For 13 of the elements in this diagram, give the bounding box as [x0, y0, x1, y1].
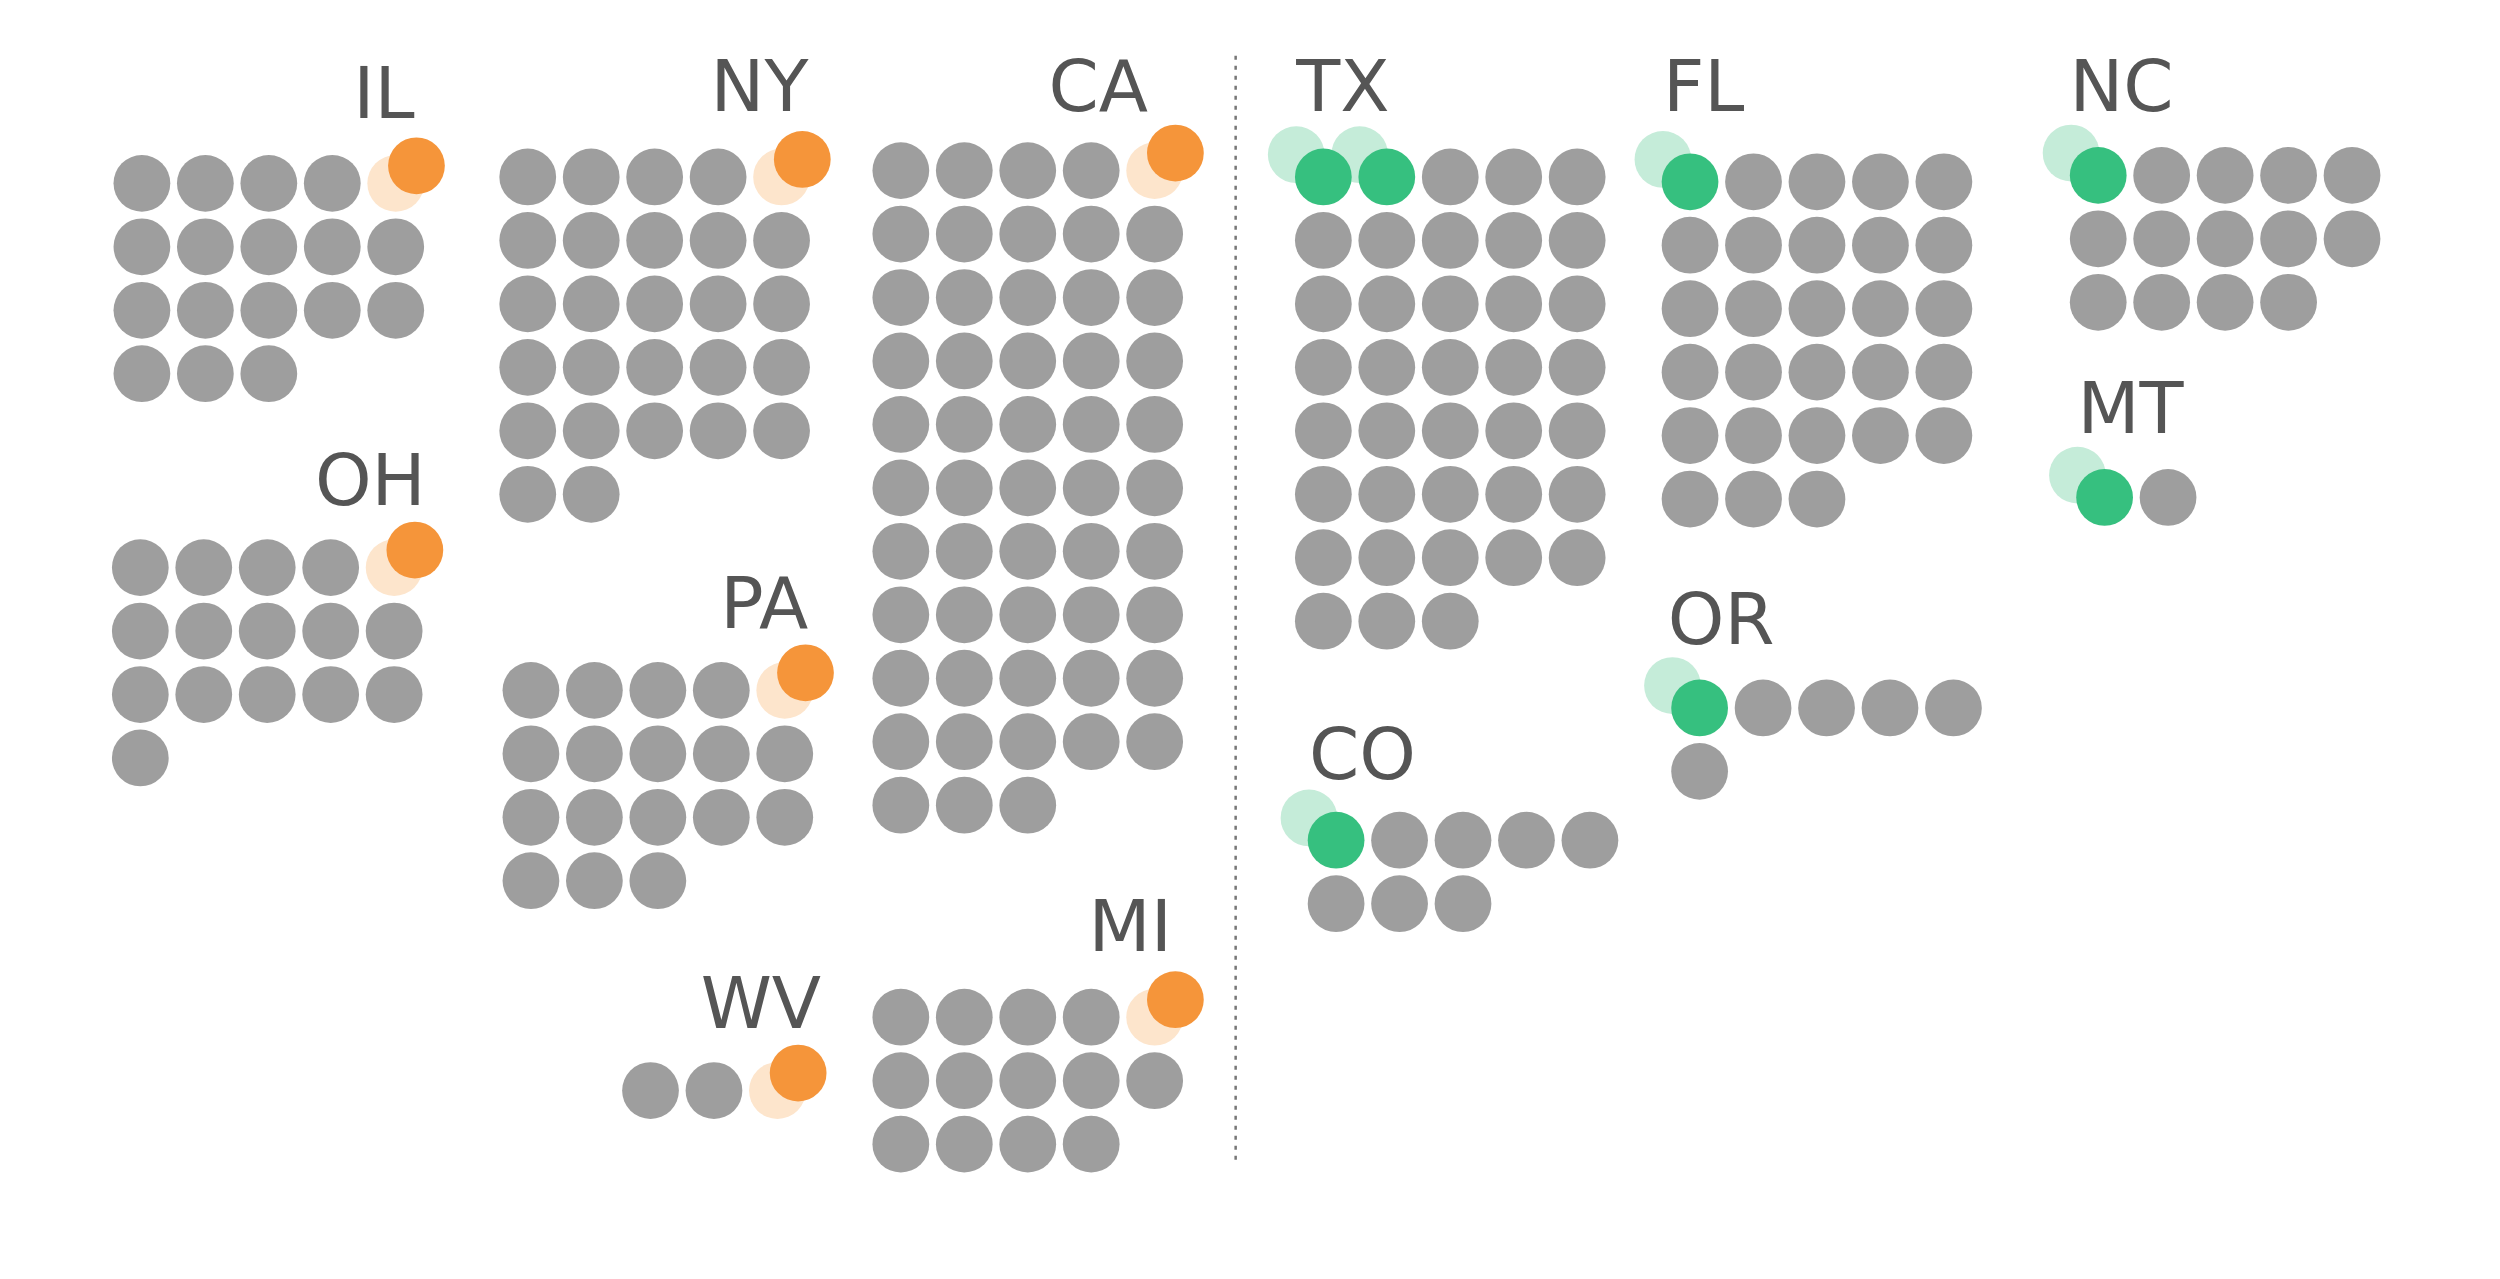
state-label: OH: [314, 444, 426, 516]
state-label: NY: [710, 50, 809, 123]
state-label: MI: [1088, 890, 1172, 963]
state-label: IL: [353, 56, 415, 129]
state-label: CA: [1048, 50, 1148, 123]
state-label: MT: [2077, 372, 2184, 445]
state-label: CO: [1309, 718, 1416, 791]
state-label: OR: [1667, 582, 1775, 655]
state-label: FL: [1662, 50, 1745, 123]
state-label: TX: [1296, 50, 1390, 123]
state-label: WV: [700, 966, 822, 1039]
state-label: PA: [720, 566, 809, 639]
state-label: NC: [2069, 50, 2174, 123]
